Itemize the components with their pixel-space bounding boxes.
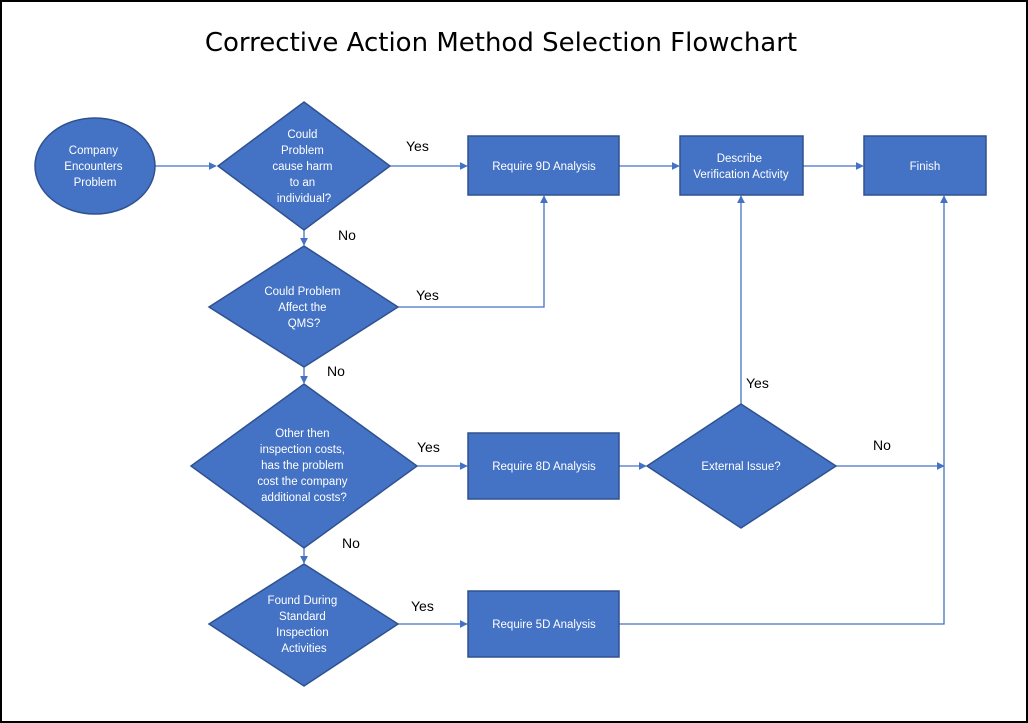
nodes	[34, 101, 987, 687]
edge-label-standard-yes: Yes	[411, 598, 434, 614]
node-q-external	[645, 403, 838, 529]
edge-label-external-yes: Yes	[746, 375, 769, 391]
label-q-harm: Could Problem cause harm to an individua…	[272, 129, 335, 205]
label-q-standard: Found During Standard Inspection Activit…	[268, 595, 341, 655]
edge-label-harm-no: No	[338, 227, 356, 243]
label-start: Company Encounters Problem	[64, 145, 125, 189]
edge-label-cost-yes: Yes	[417, 439, 440, 455]
edge-label-qms-yes: Yes	[416, 287, 439, 303]
node-r9d	[467, 135, 620, 196]
edges	[155, 162, 948, 628]
diagram-title: Corrective Action Method Selection Flowc…	[204, 28, 798, 58]
edge-label-cost-no: No	[342, 535, 360, 551]
label-verify: Describe Verification Activity	[693, 153, 788, 181]
edge-5d-to-finish	[619, 195, 948, 625]
label-r5d: Require 5D Analysis	[492, 619, 596, 631]
node-labels: Company Encounters Problem Could Problem…	[64, 129, 940, 655]
label-q-external: External Issue?	[701, 461, 780, 473]
node-r8d	[467, 432, 620, 500]
node-q-harm	[216, 101, 392, 231]
label-q-qms: Could Problem Affect the QMS?	[264, 286, 343, 330]
edge-label-harm-yes: Yes	[406, 138, 429, 154]
edge-qms-yes-to-9d	[398, 195, 548, 308]
edge-label-qms-no: No	[327, 363, 345, 379]
node-q-standard	[207, 563, 400, 687]
node-q-cost	[189, 383, 419, 549]
label-r8d: Require 8D Analysis	[492, 461, 596, 473]
node-start	[34, 117, 156, 215]
label-q-cost: Other then inspection costs, has the pro…	[257, 428, 350, 504]
edge-labels: Yes No Yes No Yes No Yes Yes No	[327, 138, 891, 614]
node-verify	[679, 135, 804, 196]
edge-label-external-no: No	[873, 437, 891, 453]
label-finish: Finish	[910, 161, 941, 173]
node-r5d	[467, 590, 620, 658]
node-q-qms	[207, 245, 400, 368]
label-r9d: Require 9D Analysis	[492, 161, 596, 173]
node-finish	[863, 135, 987, 196]
